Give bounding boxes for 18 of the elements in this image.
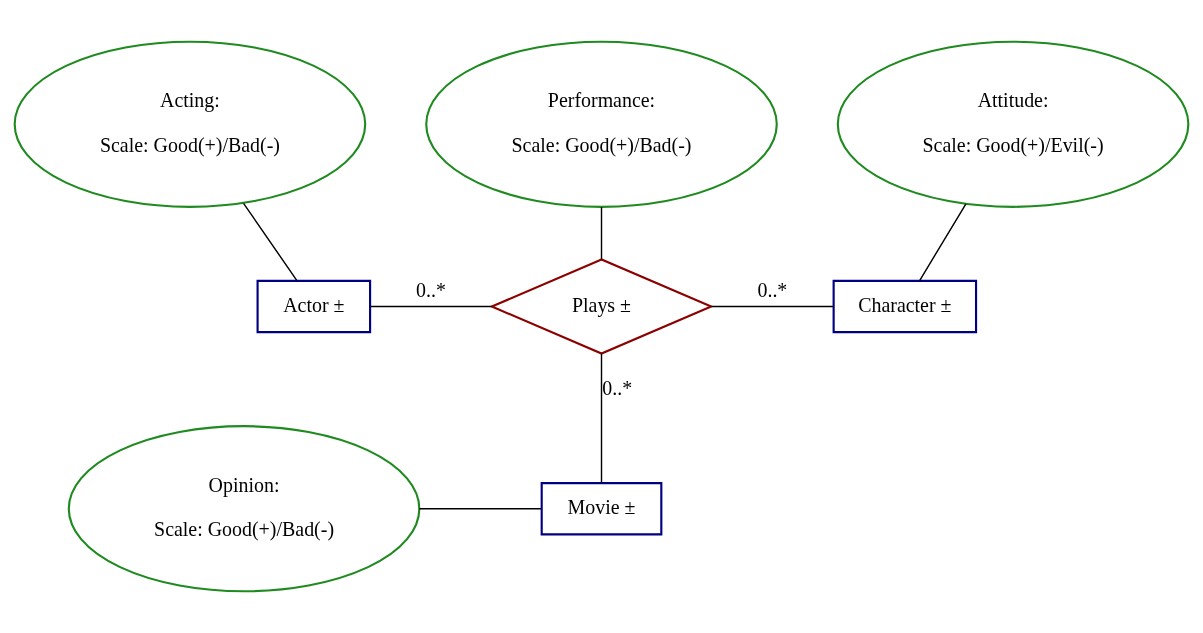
node-ellipse: Performance: Scale: Good(+)/Bad(-) [425,40,778,208]
node-box: Movie ± [540,482,663,536]
node-ellipse: Opinion: Scale: Good(+)/Bad(-) [67,425,421,593]
node-ellipse: Attitude: Scale: Good(+)/Evil(-) [836,40,1190,208]
node-ellipse: Acting: Scale: Good(+)/Bad(-) [13,40,367,208]
connector [600,353,603,484]
connector [600,206,603,261]
connector [418,508,542,510]
connector [369,305,493,308]
edge-label: 0..* [416,278,446,301]
node-box: Character ± [832,279,978,334]
connector [918,203,967,282]
node-box: Actor ± [256,279,372,334]
connector [710,305,835,308]
edge-label: 0..* [757,278,788,301]
connector [242,202,298,282]
edge-label: 0..* [602,377,633,400]
node-diamond: Plays ± [489,258,714,355]
